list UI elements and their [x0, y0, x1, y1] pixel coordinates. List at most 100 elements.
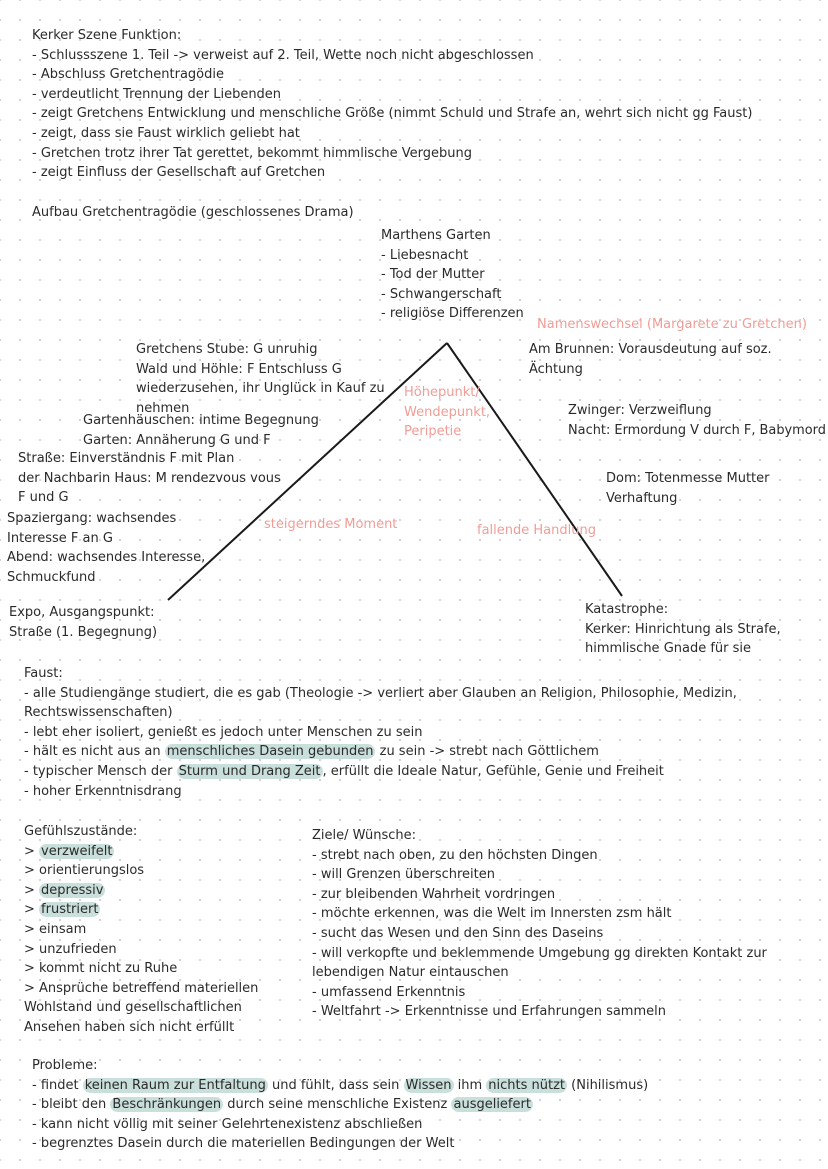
- gefuehl-item: > Ansprüche betreffend materiellen: [24, 980, 259, 996]
- scene-expo: Expo, Ausgangspunkt: Straße (1. Begegnun…: [9, 603, 157, 642]
- peak-scene: Marthens Garten - Liebesnacht - Tod der …: [381, 226, 524, 324]
- kerker-line: - verdeutlicht Trennung der Liebenden: [32, 86, 282, 102]
- peak-label: Höhepunkt/ Wendepunkt, Peripetie: [404, 383, 490, 442]
- scene-line: Schmuckfund: [7, 569, 96, 585]
- gefuehl-item: > kommt nicht zu Ruhe: [24, 961, 178, 977]
- probleme-title: Probleme:: [32, 1058, 98, 1073]
- kerker-line: - zeigt, dass sie Faust wirklich geliebt…: [32, 125, 300, 141]
- scene-line: himmlische Gnade für sie: [585, 641, 752, 657]
- gefuehl-item: Ansehen haben sich nicht erfüllt: [24, 1019, 235, 1035]
- scene-stube: Gretchens Stube: G unruhig Wald und Höhl…: [136, 340, 385, 418]
- peak-label-line: Höhepunkt/: [404, 385, 480, 400]
- falling-action-line: [446, 342, 623, 597]
- faust-line: - hoher Erkenntnisdrang: [24, 783, 182, 799]
- scene-brunnen: Am Brunnen: Vorausdeutung auf soz. Ächtu…: [529, 340, 772, 379]
- faust-title: Faust:: [24, 666, 63, 681]
- highlight-mark: Sturm und Drang Zeit: [176, 763, 323, 779]
- scene-katastrophe: Katastrophe: Kerker: Hinrichtung als Str…: [585, 600, 781, 659]
- faust-line: - lebt eher isoliert, genießt es jedoch …: [24, 724, 423, 740]
- ziele-title: Ziele/ Wünsche:: [312, 828, 417, 843]
- scene-line: Dom: Totenmesse Mutter: [606, 471, 770, 486]
- gefuehl-item: > depressiv: [24, 882, 106, 898]
- kerker-line: - zeigt Einfluss der Gesellschaft auf Gr…: [32, 165, 326, 181]
- scene-line: Kerker: Hinrichtung als Strafe,: [585, 621, 781, 637]
- ziele-line: - möchte erkennen, was die Welt im Inner…: [312, 906, 672, 922]
- faust-line: - typischer Mensch der Sturm und Drang Z…: [24, 763, 664, 779]
- scene-line: Abend: wachsendes Interesse,: [7, 550, 206, 566]
- scene-line: wiederzusehen, ihr Unglück in Kauf zu: [136, 381, 385, 397]
- scene-line: Katastrophe:: [585, 602, 669, 617]
- scene-line: Interesse F an G: [7, 530, 113, 546]
- peak-line: - religiöse Differenzen: [381, 306, 524, 322]
- scene-dom: Dom: Totenmesse Mutter Verhaftung: [606, 469, 770, 508]
- aufbau-title: Aufbau Gretchentragödie (geschlossenes D…: [32, 205, 354, 220]
- rising-label: steigerndes Moment: [264, 517, 398, 532]
- highlight-mark: frustriert: [39, 902, 101, 918]
- ziele-line: lebendigen Natur eintauschen: [312, 965, 509, 981]
- scene-line: F und G: [18, 490, 69, 506]
- probleme-line: - findet keinen Raum zur Entfaltung und …: [32, 1077, 649, 1093]
- highlight-mark: ausgeliefert: [451, 1097, 533, 1113]
- peak-line: - Schwangerschaft: [381, 286, 502, 302]
- scene-line: Expo, Ausgangspunkt:: [9, 605, 155, 620]
- gefuehl-item: > unzufrieden: [24, 941, 117, 957]
- scene-line: Ächtung: [529, 361, 583, 377]
- scene-line: nehmen: [136, 400, 190, 416]
- gefuehl-item: > frustriert: [24, 902, 101, 918]
- scene-line: Nacht: Ermordung V durch F, Babymord: [568, 422, 826, 438]
- gefuehl-section: Gefühlszustände: > verzweifelt > orienti…: [24, 822, 258, 1038]
- ziele-line: - sucht das Wesen und den Sinn des Dasei…: [312, 925, 604, 941]
- ziele-line: - umfassend Erkenntnis: [312, 984, 466, 1000]
- probleme-line: - begrenztes Dasein durch die materielle…: [32, 1136, 455, 1152]
- scene-line: Gartenhäuschen: intime Begegnung: [83, 413, 319, 428]
- scene-line: Am Brunnen: Vorausdeutung auf soz.: [529, 342, 772, 357]
- faust-section: Faust: - alle Studiengänge studiert, die…: [24, 664, 737, 801]
- ziele-line: - zur bleibenden Wahrheit vordringen: [312, 886, 556, 902]
- scene-line: Wald und Höhle: F Entschluss G: [136, 361, 342, 377]
- kerker-line: - Abschluss Gretchentragödie: [32, 67, 224, 83]
- peak-title: Marthens Garten: [381, 228, 491, 243]
- scene-spaziergang: Spaziergang: wachsendes Interesse F an G…: [7, 509, 205, 587]
- highlight-mark: nichts nützt: [486, 1077, 568, 1093]
- highlight-mark: Beschränkungen: [110, 1097, 224, 1113]
- gefuehl-item: > verzweifelt: [24, 843, 115, 859]
- peak-line: - Liebesnacht: [381, 247, 469, 263]
- peak-line: - Tod der Mutter: [381, 267, 485, 283]
- scene-line: Gretchens Stube: G unruhig: [136, 342, 318, 357]
- ziele-line: - Weltfahrt -> Erkenntnisse und Erfahrun…: [312, 1004, 666, 1020]
- probleme-line: - kann nicht völlig mit seiner Gelehrten…: [32, 1116, 423, 1132]
- highlight-mark: depressiv: [39, 882, 106, 898]
- scene-strasse: Straße: Einverständnis F mit Plan der Na…: [18, 449, 281, 508]
- faust-line: - hält es nicht aus an menschliches Dase…: [24, 744, 599, 760]
- ziele-line: - will verkopfte und beklemmende Umgebun…: [312, 945, 767, 961]
- faust-line: Rechtswissenschaften): [24, 705, 173, 721]
- kerker-section: Kerker Szene Funktion: - Schlussszene 1.…: [32, 26, 752, 183]
- rising-action-line: [167, 342, 448, 601]
- gefuehl-title: Gefühlszustände:: [24, 824, 138, 839]
- scene-line: Spaziergang: wachsendes: [7, 511, 177, 526]
- gefuehl-item: Wohlstand und gesellschaftlichen: [24, 1000, 242, 1016]
- highlight-mark: Wissen: [403, 1077, 454, 1093]
- kerker-line: - Gretchen trotz ihrer Tat gerettet, bek…: [32, 145, 472, 161]
- peak-label-line: Peripetie: [404, 424, 462, 440]
- namenswechsel-label: Namenswechsel (Margarete zu Gretchen): [537, 317, 807, 332]
- probleme-line: - bleibt den Beschränkungen durch seine …: [32, 1097, 533, 1113]
- kerker-line: - Schlussszene 1. Teil -> verweist auf 2…: [32, 47, 534, 63]
- scene-garten: Gartenhäuschen: intime Begegnung Garten:…: [83, 411, 319, 450]
- highlight-mark: verzweifelt: [39, 843, 115, 859]
- gefuehl-item: > einsam: [24, 921, 87, 937]
- scene-line: Zwinger: Verzweiflung: [568, 403, 712, 418]
- ziele-section: Ziele/ Wünsche: - strebt nach oben, zu d…: [312, 826, 767, 1022]
- peak-label-line: Wendepunkt,: [404, 404, 491, 420]
- scene-line: der Nachbarin Haus: M rendezvous vous: [18, 470, 281, 486]
- ziele-line: - strebt nach oben, zu den höchsten Ding…: [312, 847, 598, 863]
- scene-zwinger: Zwinger: Verzweiflung Nacht: Ermordung V…: [568, 401, 826, 440]
- gefuehl-item: > orientierungslos: [24, 863, 145, 879]
- highlight-mark: menschliches Dasein gebunden: [164, 744, 376, 760]
- kerker-line: - zeigt Gretchens Entwicklung und mensch…: [32, 106, 753, 122]
- scene-line: Verhaftung: [606, 490, 678, 506]
- scene-line: Straße (1. Begegnung): [9, 624, 158, 640]
- scene-line: Garten: Annäherung G und F: [83, 432, 271, 448]
- highlight-mark: keinen Raum zur Entfaltung: [82, 1077, 268, 1093]
